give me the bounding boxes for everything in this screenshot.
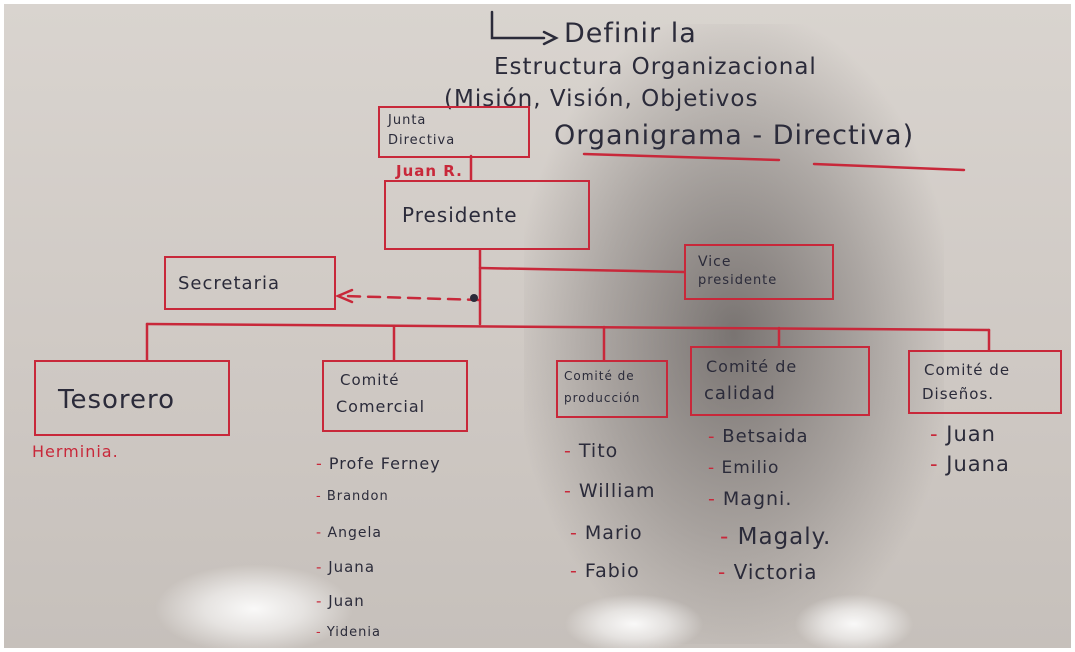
member-item: - Yidenia — [316, 625, 381, 640]
committee-calidad-box: Comité de calidad — [690, 346, 870, 416]
member-item: - Brandon — [316, 489, 389, 504]
treasurer-title: Tesorero — [58, 385, 176, 415]
member-item: - Magni. — [708, 488, 793, 510]
committee-comercial-box: Comité Comercial — [322, 360, 468, 432]
president-box: Presidente — [384, 180, 590, 250]
committee-disenos-line-2: Diseños. — [922, 385, 995, 403]
junta-line-1: Junta — [388, 113, 427, 128]
treasurer-box: Tesorero — [34, 360, 230, 436]
committee-calidad-line-1: Comité de — [706, 357, 798, 376]
member-item: - Betsaida — [708, 426, 809, 447]
treasurer-member: Herminia. — [32, 442, 119, 461]
member-item: - Profe Ferney — [316, 454, 441, 473]
header-line-3: (Misión, Visión, Objetivos — [444, 86, 759, 112]
member-item: - Magaly. — [720, 524, 832, 550]
committee-disenos-box: Comité de Diseños. — [908, 350, 1062, 414]
committee-comercial-line-2: Comercial — [336, 397, 426, 416]
member-item: - Angela — [316, 525, 382, 541]
vice-president-box: Vice presidente — [684, 244, 834, 300]
member-item: - Juana — [930, 452, 1010, 476]
member-item: - William — [564, 480, 656, 502]
committee-produccion-line-2: producción — [564, 391, 641, 405]
committee-disenos-line-1: Comité de — [924, 361, 1011, 379]
member-item: - Tito — [564, 440, 619, 462]
president-title: Presidente — [402, 203, 518, 227]
committee-calidad-line-2: calidad — [704, 383, 776, 404]
secretary-title: Secretaria — [178, 273, 280, 294]
org-chart-connectors — [145, 10, 991, 362]
member-item: - Victoria — [718, 560, 818, 584]
member-item: - Mario — [570, 522, 643, 544]
whiteboard: Definir la Estructura Organizacional (Mi… — [4, 4, 1071, 648]
vice-line-2: presidente — [698, 273, 778, 288]
secretary-box: Secretaria — [164, 256, 336, 310]
junta-directiva-box: Junta Directiva — [378, 106, 530, 158]
header-line-1: Definir la — [564, 18, 697, 49]
vice-line-1: Vice — [698, 254, 732, 270]
president-name: Juan R. — [396, 162, 463, 180]
committee-produccion-box: Comité de producción — [556, 360, 668, 418]
committee-comercial-line-1: Comité — [340, 371, 400, 389]
member-item: - Juana — [316, 558, 376, 576]
committee-produccion-line-1: Comité de — [564, 369, 635, 383]
header-line-2: Estructura Organizacional — [494, 54, 817, 80]
header-line-4: Organigrama - Directiva) — [554, 120, 915, 151]
member-item: - Emilio — [708, 458, 780, 478]
junta-line-2: Directiva — [388, 133, 456, 148]
member-item: - Juan — [316, 592, 365, 610]
member-item: - Fabio — [570, 560, 640, 582]
member-item: - Juan — [930, 422, 996, 446]
